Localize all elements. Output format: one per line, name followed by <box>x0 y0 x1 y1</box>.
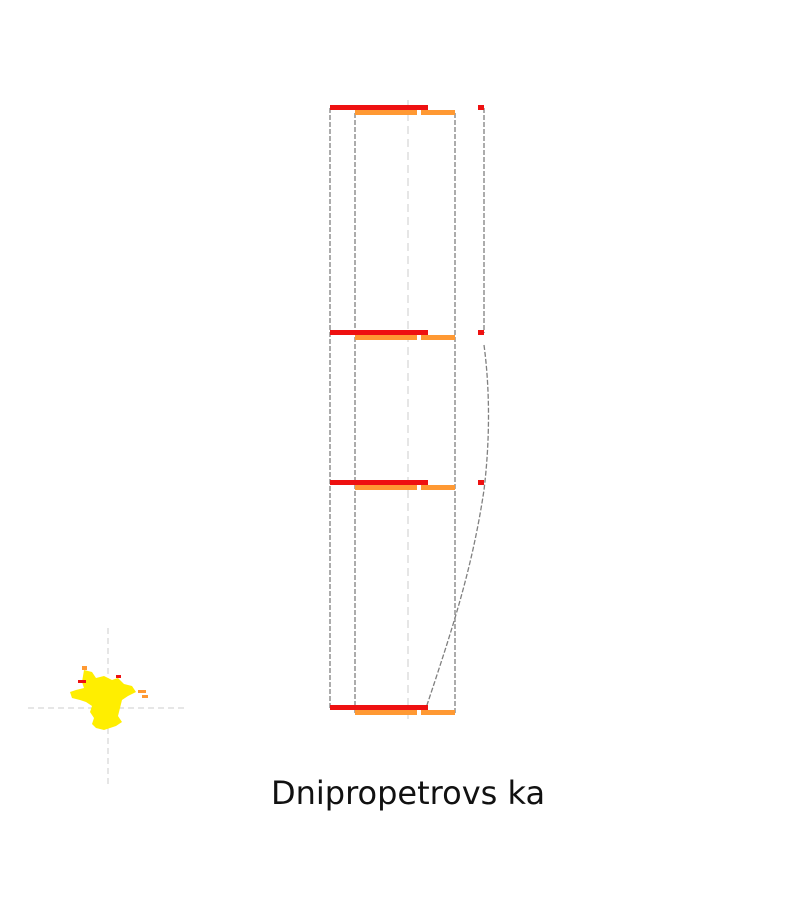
map-mark-orange-3 <box>142 695 148 698</box>
bar-red <box>330 480 428 485</box>
region-name-label: Dnipropetrovs ka <box>270 774 546 812</box>
bar-red <box>330 705 428 710</box>
bar-red <box>330 105 428 110</box>
bar-red-small <box>478 480 484 485</box>
map-mark-orange-2 <box>138 690 146 693</box>
bar-red-small <box>478 330 484 335</box>
bar-row-2 <box>330 330 484 340</box>
bar-red-small <box>478 105 484 110</box>
bar-orange-right <box>421 710 455 715</box>
bar-orange-right <box>421 110 455 115</box>
region-map-shape <box>70 670 136 730</box>
bar-row-4 <box>330 705 455 715</box>
bar-row-3 <box>330 480 484 490</box>
bar-orange <box>355 110 417 115</box>
frame-lines <box>329 108 490 713</box>
bar-red <box>330 330 428 335</box>
bar-orange-right <box>421 335 455 340</box>
map-mark-red-2 <box>116 675 121 678</box>
frame-curve-right <box>425 344 490 709</box>
bar-orange-right <box>421 485 455 490</box>
map-mark-orange-1 <box>82 666 87 670</box>
region-map-thumbnail <box>28 628 188 788</box>
bar-row-1 <box>330 105 484 115</box>
map-mark-red-1 <box>78 680 86 683</box>
bar-orange <box>355 485 417 490</box>
bar-orange <box>355 335 417 340</box>
bar-orange <box>355 710 417 715</box>
